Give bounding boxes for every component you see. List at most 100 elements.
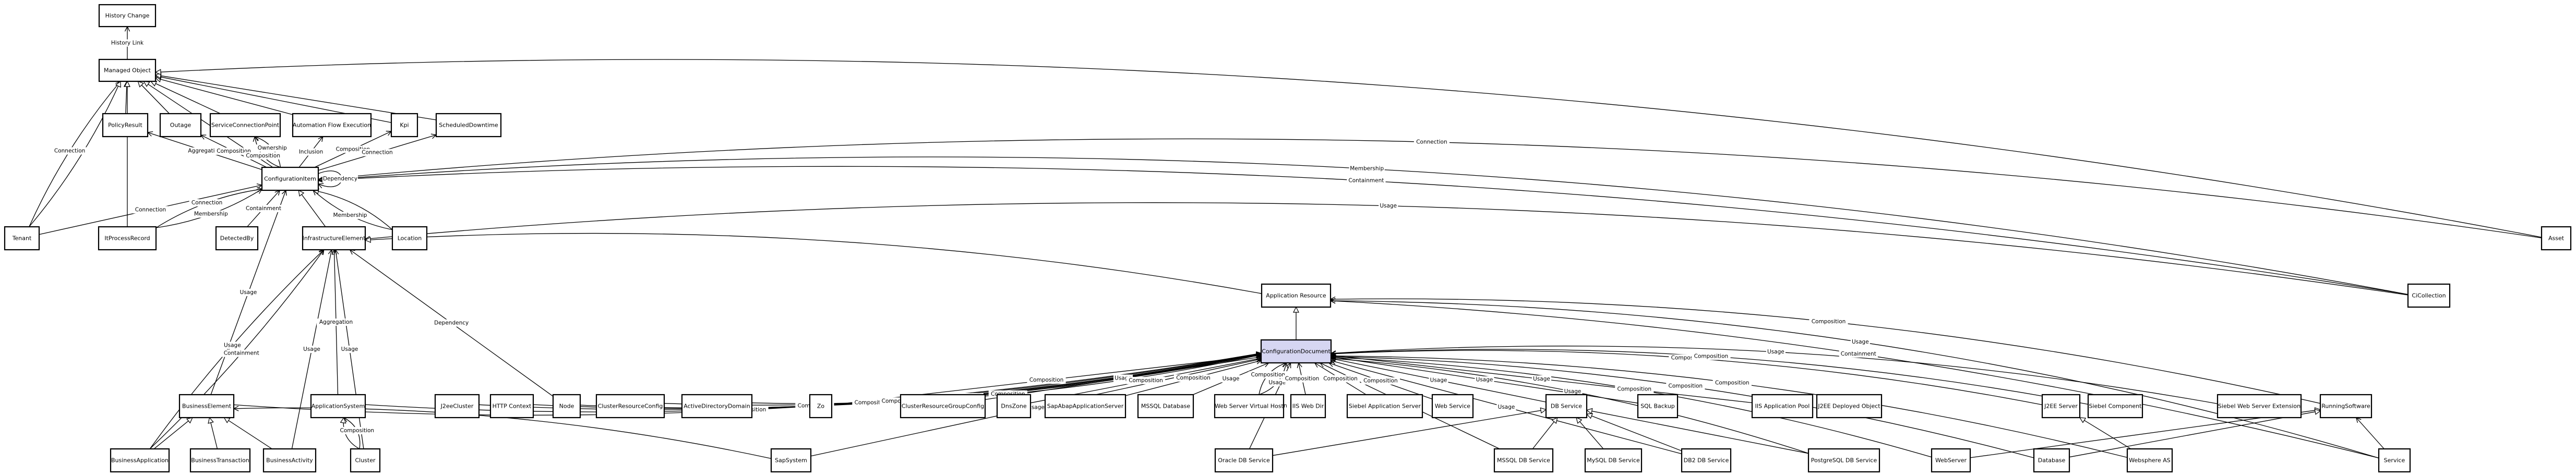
class-label: Siebel Web Server Extension (2218, 403, 2301, 410)
class-node-siebel-component[interactable]: Siebel Component (2087, 394, 2143, 419)
class-node-j2ee-cluster[interactable]: J2eeCluster (434, 394, 480, 419)
class-box (809, 394, 833, 419)
class-node-zo[interactable]: Zo (809, 394, 833, 419)
class-node-web-server-virtual-host[interactable]: Web Server Virtual Host (1214, 394, 1285, 419)
class-node-cluster-resource-config[interactable]: ClusterResourceConfig (595, 394, 665, 419)
relation-label-bg (238, 289, 258, 296)
class-node-business-application[interactable]: BusinessApplication (110, 448, 170, 473)
class-label: SQL Backup (1640, 403, 1675, 410)
class-node-j2ee-deployed-object[interactable]: J2EE Deployed Object (1816, 394, 1883, 419)
relation-label: Usage (1766, 348, 1786, 356)
class-node-business-transaction[interactable]: BusinessTransaction (189, 448, 251, 473)
relation-line (29, 81, 121, 227)
class-label: MSSQL Database (1141, 403, 1190, 410)
class-node-configuration-item[interactable]: ConfigurationItem (261, 166, 319, 191)
class-box (209, 113, 281, 138)
class-node-http-context[interactable]: HTTP Context (489, 394, 534, 419)
relation-line (255, 137, 281, 168)
class-node-outage[interactable]: Outage (159, 113, 202, 138)
class-node-sap-system[interactable]: SapSystem (770, 448, 812, 473)
class-label: MSSQL DB Service (1497, 457, 1550, 464)
class-node-application-resource[interactable]: Application Resource (1261, 283, 1332, 308)
class-node-siebel-application-server[interactable]: Siebel Application Server (1346, 394, 1423, 419)
class-node-automation-flow-execution[interactable]: Automation Flow Execution (292, 113, 372, 138)
class-node-service[interactable]: Service (2378, 448, 2411, 473)
class-label: MySQL DB Service (1587, 457, 1640, 464)
relation-line (1272, 410, 1546, 456)
class-node-oracle-db-service[interactable]: Oracle DB Service (1214, 448, 1274, 473)
relation-label-text: Composition (1029, 377, 1064, 383)
class-node-asset[interactable]: Asset (2541, 226, 2572, 251)
class-node-mssql-db-service[interactable]: MSSQL DB Service (1493, 448, 1554, 473)
class-node-policy-result[interactable]: PolicyResult (102, 113, 149, 138)
relation-edge (1587, 414, 1682, 451)
relation-label-text: Connection (191, 200, 222, 206)
class-box (1545, 394, 1588, 419)
relation-label-bg (340, 346, 360, 353)
class-node-it-process-record[interactable]: ItProcessRecord (98, 226, 157, 251)
class-node-database[interactable]: Database (2033, 448, 2070, 473)
class-node-siebel-web-server-extension[interactable]: Siebel Web Server Extension (2216, 394, 2302, 419)
class-node-scheduled-downtime[interactable]: ScheduledDowntime (435, 113, 502, 138)
class-node-dns-zone[interactable]: DnsZone (996, 394, 1032, 419)
relation-label-text: Composition (1323, 376, 1358, 382)
class-node-mysql-db-service[interactable]: MySQL DB Service (1584, 448, 1643, 473)
class-node-cluster[interactable]: Cluster (350, 448, 381, 473)
class-node-configuration-document[interactable]: ConfigurationDocument (1260, 339, 1332, 364)
class-node-cluster-resource-group-config[interactable]: ClusterResourceGroupConfig (900, 394, 986, 419)
class-node-web-server[interactable]: WebServer (1931, 448, 1971, 473)
class-label: DB Service (1551, 403, 1582, 410)
class-node-sql-backup[interactable]: SQL Backup (1637, 394, 1679, 419)
class-box (1137, 394, 1194, 419)
relation-label-text: Connection (135, 206, 166, 213)
class-node-business-activity[interactable]: BusinessActivity (262, 448, 317, 473)
class-node-tenant[interactable]: Tenant (4, 226, 40, 251)
relation-label-text: Composition (217, 148, 251, 154)
relation-edge (1272, 410, 1546, 456)
class-node-location[interactable]: Location (391, 226, 428, 251)
class-node-node[interactable]: Node (552, 394, 581, 419)
class-node-ci-collection[interactable]: CiCollection (2407, 283, 2451, 308)
relation-label-text: Usage (1564, 388, 1581, 395)
class-box (489, 394, 534, 419)
class-node-postgresql-db-service[interactable]: PostgreSQL DB Service (1807, 448, 1880, 473)
class-node-iis-web-dir[interactable]: IIS Web Dir (1290, 394, 1326, 419)
class-node-managed-object[interactable]: Managed Object (98, 58, 157, 82)
relation-line (1587, 414, 1682, 451)
relation-line (1587, 410, 1809, 454)
class-node-running-software[interactable]: RunningSoftware (2319, 394, 2373, 419)
relation-label: Composition (1027, 376, 1066, 384)
class-node-service-connection-point[interactable]: ServiceConnectionPoint (209, 113, 281, 138)
relation-label-text: Dependency (434, 320, 469, 326)
class-node-web-service[interactable]: Web Service (1431, 394, 1474, 419)
class-label: CiCollection (2412, 292, 2446, 299)
class-node-history-change[interactable]: History Change (98, 4, 157, 28)
relation-label-text: Composition (1363, 378, 1398, 384)
class-node-application-system[interactable]: ApplicationSystem (310, 394, 366, 419)
class-node-iis-application-pool[interactable]: IIS Application Pool (1751, 394, 1814, 419)
class-node-active-directory-domain[interactable]: ActiveDirectoryDomain (681, 394, 753, 419)
relation-label: Composition (1666, 382, 1705, 390)
class-box (900, 394, 986, 419)
class-node-mssql-database[interactable]: MSSQL Database (1137, 394, 1194, 419)
class-box (1290, 394, 1326, 419)
class-node-db2-db-service[interactable]: DB2 DB Service (1681, 448, 1732, 473)
class-node-infrastructure-element[interactable]: InfrastructureElement (302, 226, 366, 251)
relation-label-text: Composition (1715, 380, 1750, 386)
class-node-detected-by[interactable]: DetectedBy (215, 226, 259, 251)
relation-label-text: History Link (111, 40, 144, 46)
relation-edge (224, 418, 272, 449)
relation-label-bg (1126, 376, 1166, 384)
class-node-db-service[interactable]: DB Service (1545, 394, 1588, 419)
relation-label-bg (1563, 388, 1583, 395)
class-node-websphere-as[interactable]: Websphere AS (2126, 448, 2173, 473)
class-node-j2ee-server[interactable]: J2EE Server (2041, 394, 2081, 419)
class-node-business-element[interactable]: BusinessElement (178, 394, 235, 419)
class-label: BusinessElement (182, 403, 232, 410)
class-node-sap-abap-application-server[interactable]: SapAbapApplicationServer (1044, 394, 1127, 419)
relation-label-text: Containment (246, 205, 281, 212)
relation-label-bg (1027, 376, 1066, 384)
relation-edge (313, 190, 393, 230)
relation-label: Connection (360, 149, 395, 156)
class-node-kpi[interactable]: Kpi (390, 113, 418, 138)
